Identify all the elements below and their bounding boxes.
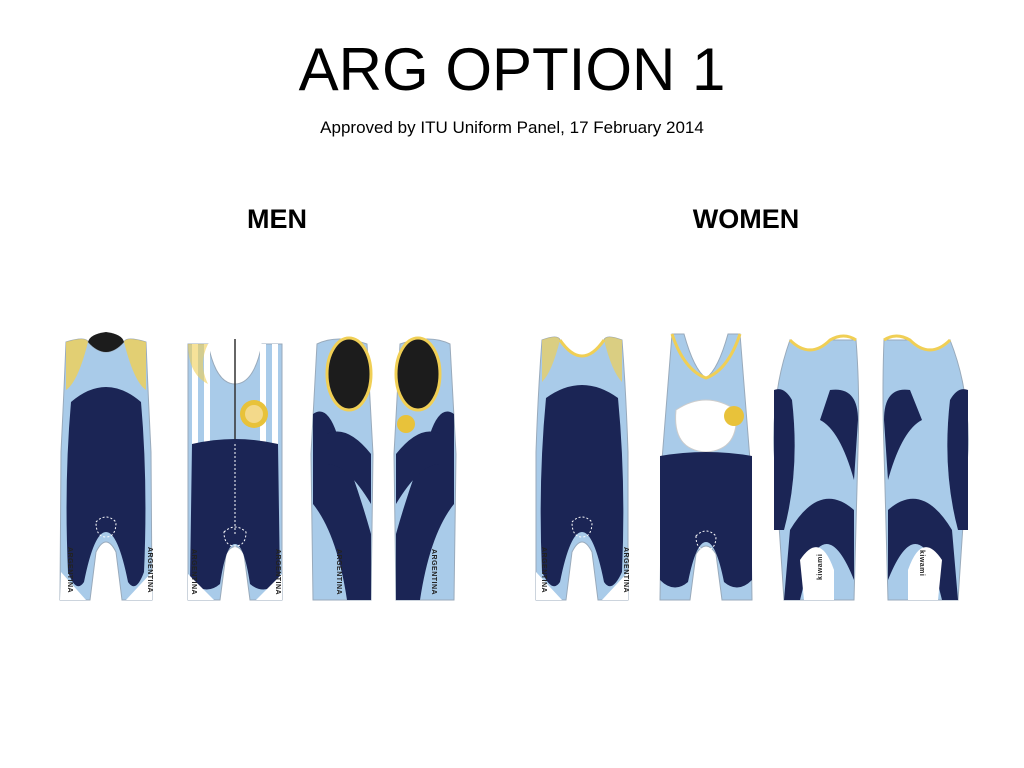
country-text: ARGENTINA — [146, 547, 153, 593]
country-text: ARGENTINA — [622, 547, 629, 593]
country-text: ARGENTINA — [66, 547, 73, 593]
country-text: ARGENTINA — [540, 547, 547, 593]
men-suit-side-right: ARGENTINA — [392, 334, 460, 604]
men-suit-back: ARGENTINA ARGENTINA — [184, 334, 286, 604]
women-suit-side-left: kiwami — [770, 330, 862, 604]
country-text: ARGENTINA — [430, 549, 437, 595]
country-text: ARGENTINA — [335, 549, 342, 595]
men-suit-side-left: ARGENTINA — [307, 334, 377, 604]
women-suit-side-right: kiwami — [880, 330, 970, 604]
brand-text: kiwami — [817, 554, 824, 580]
slide-subtitle: Approved by ITU Uniform Panel, 17 Februa… — [320, 118, 704, 137]
men-suit-front: ARGENTINA ARGENTINA — [56, 332, 156, 604]
country-text: ARGENTINA — [274, 549, 281, 595]
women-suit-front: ARGENTINA ARGENTINA — [530, 332, 634, 604]
men-heading: MEN — [247, 204, 307, 234]
slide-title: ARG OPTION 1 — [298, 36, 726, 103]
women-heading: WOMEN — [692, 204, 800, 234]
women-suit-back — [654, 330, 758, 604]
country-text: ARGENTINA — [190, 549, 197, 595]
brand-text: kiwami — [918, 550, 925, 576]
